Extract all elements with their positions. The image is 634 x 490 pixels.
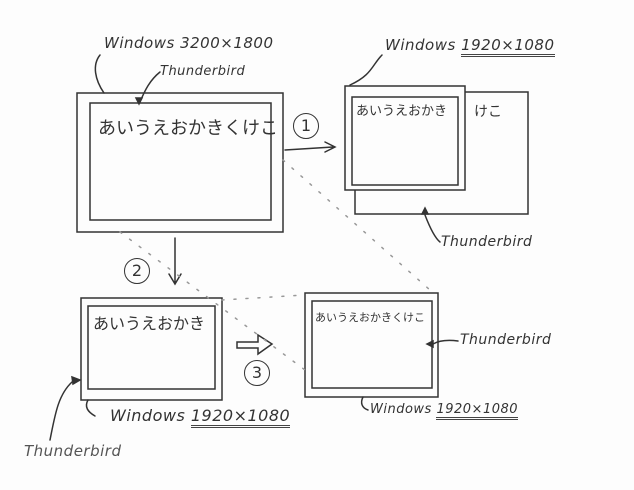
step-1-badge: 1	[293, 113, 319, 139]
arrow-3	[236, 333, 274, 356]
thunderbird-4-marker	[425, 339, 434, 349]
os-label: Windows	[385, 36, 456, 54]
thunderbird-label-1: Thunderbird	[160, 64, 246, 79]
monitor-4-label: Windows 1920×1080	[370, 402, 519, 420]
window-2-overflow-text: けこ	[474, 104, 502, 120]
os-label: Windows	[110, 406, 186, 425]
window-4-text: あいうえおかきくけこ	[315, 311, 425, 324]
dotted-guide-a	[282, 159, 431, 291]
dotted-guide-b	[119, 231, 306, 371]
thunderbird-1-marker	[134, 97, 144, 106]
resolution-label: 1920×1080	[461, 36, 555, 57]
thunderbird-label-3: Thunderbird	[24, 442, 122, 460]
thunderbird-label-4: Thunderbird	[460, 332, 552, 348]
monitor-3-label: Windows 1920×1080	[110, 406, 291, 428]
monitor-2-window	[351, 96, 459, 186]
thunderbird-3-leader	[49, 381, 73, 441]
monitor-1-leader	[94, 54, 105, 94]
monitor-2-label: Windows 1920×1080	[385, 36, 555, 57]
os-label: Windows	[104, 34, 175, 52]
thunderbird-label-2: Thunderbird	[441, 234, 533, 250]
monitor-3-outer	[80, 297, 223, 401]
window-3-text: あいうえおかき	[93, 314, 206, 333]
thunderbird-3-marker	[71, 375, 82, 386]
thunderbird-2-marker	[420, 206, 430, 215]
resolution-label: 1920×1080	[436, 402, 519, 420]
monitor-4-leader	[360, 396, 369, 411]
step-3-badge: 3	[244, 360, 270, 386]
monitor-1-window	[89, 102, 272, 221]
dotted-guide-c	[221, 294, 306, 301]
monitor-2-leader	[349, 54, 383, 86]
monitor-3-leader	[85, 399, 96, 417]
os-label: Windows	[370, 402, 432, 417]
monitor-3-window	[87, 305, 216, 390]
step-2-badge: 2	[124, 258, 150, 284]
monitor-4-outer	[304, 292, 439, 398]
monitor-1-outer	[76, 92, 284, 233]
thunderbird-4-leader	[432, 339, 459, 345]
monitor-1-label: Windows 3200×1800	[104, 34, 274, 52]
arrow-2	[168, 237, 182, 286]
resolution-label: 1920×1080	[190, 406, 291, 428]
window-2-text: あいうえおかき	[356, 104, 448, 119]
monitor-2-outer	[344, 85, 466, 191]
resolution-label: 3200×1800	[180, 34, 274, 52]
arrow-1	[284, 141, 337, 153]
window-1-text: あいうえおかきくけこ	[98, 118, 278, 139]
thunderbird-2-leader	[424, 214, 441, 243]
